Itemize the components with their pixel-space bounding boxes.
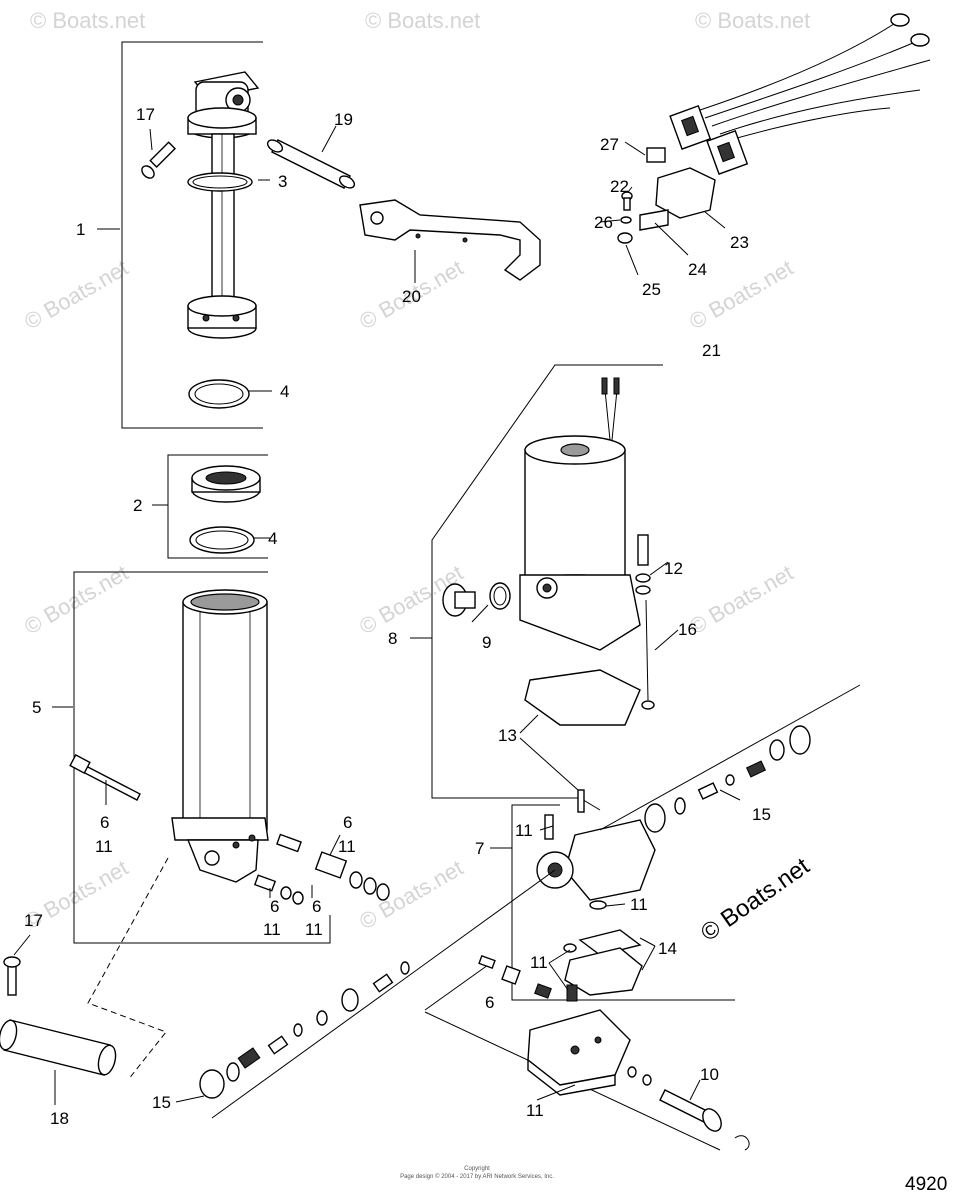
o-ring-3-inner xyxy=(192,175,248,189)
valve-line-15-upper xyxy=(599,684,861,831)
callout-12: 12 xyxy=(664,559,683,578)
spring-11 xyxy=(566,984,578,1002)
callout-11: 11 xyxy=(338,837,356,856)
watermark: © Boats.net xyxy=(365,8,480,33)
screw-12 xyxy=(635,534,651,595)
callout-8: 8 xyxy=(388,629,397,648)
callout-20: 20 xyxy=(402,287,421,306)
callout-6: 6 xyxy=(100,813,109,832)
callout-6: 6 xyxy=(485,993,494,1012)
motor-8 xyxy=(519,377,641,651)
small-valve-6 xyxy=(478,954,552,999)
manifold-plate xyxy=(527,1009,631,1096)
brand-label: © Boats.net xyxy=(696,852,815,946)
dashed-leader xyxy=(87,857,169,1081)
valve-set-15-lower xyxy=(199,961,410,1099)
screw-22 xyxy=(621,191,633,211)
callout-22: 22 xyxy=(610,177,629,196)
wiring-harness-21 xyxy=(669,13,931,175)
callout-11: 11 xyxy=(526,1101,544,1120)
cover-14 xyxy=(563,929,643,996)
callout-10: 10 xyxy=(700,1065,719,1084)
group-bracket-7 xyxy=(511,804,735,1001)
group-bracket-5 xyxy=(73,571,331,944)
callout-2: 2 xyxy=(133,496,142,515)
pivot-pin-19 xyxy=(266,139,356,189)
bracket-24 xyxy=(639,209,669,231)
callout-4: 4 xyxy=(280,382,289,401)
watermark: © Boats.net xyxy=(695,8,810,33)
pin-17-bottom xyxy=(3,956,21,996)
callout-1: 1 xyxy=(76,220,85,239)
pin-18 xyxy=(0,1019,117,1076)
callout-23: 23 xyxy=(730,233,749,252)
pump-7 xyxy=(536,814,656,901)
washer-26 xyxy=(620,216,632,224)
watermark: © Boats.net xyxy=(355,855,467,934)
callout-11: 11 xyxy=(630,895,648,914)
part-27 xyxy=(646,147,666,163)
callout-17: 17 xyxy=(24,911,43,930)
o-ring-4-top-inner xyxy=(194,383,244,405)
callout-16: 16 xyxy=(678,620,697,639)
o-ring-4-bottom-inner xyxy=(195,530,249,550)
ground-wire-16 xyxy=(641,599,655,710)
pin-17-top xyxy=(141,141,177,179)
callout-27: 27 xyxy=(600,135,619,154)
callout-18: 18 xyxy=(50,1109,69,1128)
callout-11: 11 xyxy=(95,837,113,856)
trim-ram-assembly xyxy=(187,71,260,339)
grommet-25 xyxy=(617,232,633,244)
callout-6: 6 xyxy=(312,897,321,916)
plug-9 xyxy=(442,582,511,617)
gasket-13 xyxy=(524,669,641,726)
callout-14: 14 xyxy=(658,939,677,958)
watermark: © Boats.net xyxy=(685,560,797,639)
bracket-20 xyxy=(359,199,541,281)
callout-19: 19 xyxy=(334,110,353,129)
callout-4: 4 xyxy=(268,529,277,548)
valve-parts-6 xyxy=(253,833,390,905)
footer-line-1: Copyright xyxy=(464,1166,490,1172)
callout-17: 17 xyxy=(136,105,155,124)
callout-15: 15 xyxy=(752,805,771,824)
cylinder-5 xyxy=(171,589,269,883)
valve-10 xyxy=(627,1066,750,1151)
callout-15: 15 xyxy=(152,1093,171,1112)
callout-11: 11 xyxy=(530,953,548,972)
piston-2 xyxy=(191,465,261,503)
diagram-number: 4920 xyxy=(905,1174,947,1195)
callout-25: 25 xyxy=(642,280,661,299)
callout-21: 21 xyxy=(702,341,721,360)
callout-26: 26 xyxy=(594,213,613,232)
screw-6 xyxy=(69,753,141,801)
callout-11: 11 xyxy=(263,920,281,939)
callout-5: 5 xyxy=(32,698,41,717)
callout-11: 11 xyxy=(305,920,323,939)
o-ring-4-top xyxy=(188,379,250,409)
o-ring-4-bottom xyxy=(189,526,255,554)
valve-set-15-upper xyxy=(644,725,811,833)
callouts: 1 17 3 19 20 4 2 4 5 6 11 6 11 6 11 6 11… xyxy=(24,105,771,1128)
watermark: © Boats.net xyxy=(30,8,145,33)
callout-6: 6 xyxy=(343,813,352,832)
footer-line-2: Page design © 2004 - 2017 by ARI Network… xyxy=(400,1173,554,1180)
valve-line-15-lower xyxy=(211,869,556,1119)
callout-11: 11 xyxy=(515,821,533,840)
callout-13: 13 xyxy=(498,726,517,745)
callout-7: 7 xyxy=(475,839,484,858)
callout-9: 9 xyxy=(482,633,491,652)
manifold-line xyxy=(424,959,496,1011)
callout-24: 24 xyxy=(688,260,707,279)
relay-23 xyxy=(655,167,716,219)
leader-lines xyxy=(13,125,741,1105)
group-bracket-1 xyxy=(121,41,263,429)
callout-3: 3 xyxy=(278,172,287,191)
callout-6: 6 xyxy=(270,897,279,916)
washer-11 xyxy=(589,900,607,910)
watermark: © Boats.net xyxy=(20,255,132,334)
pin-13 xyxy=(577,789,585,813)
group-bracket-2 xyxy=(167,454,268,559)
